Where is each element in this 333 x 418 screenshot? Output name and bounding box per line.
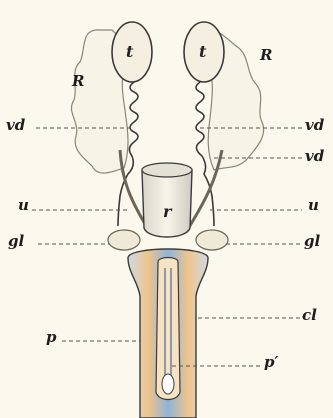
label-vd-left: vd xyxy=(6,118,25,133)
label-p: p xyxy=(46,330,57,345)
label-cl: cl xyxy=(302,308,317,323)
label-t-left: t xyxy=(126,44,133,60)
label-R-left: R xyxy=(72,74,84,89)
label-gl-right: gl xyxy=(304,234,320,249)
penis-tip xyxy=(162,374,174,394)
label-R-right: R xyxy=(260,48,272,63)
gland-right xyxy=(196,230,228,250)
label-gl-left: gl xyxy=(8,234,24,249)
label-u-left: u xyxy=(18,198,29,213)
label-vd-right-lower: vd xyxy=(305,149,324,164)
rectum-opening xyxy=(142,163,192,177)
gland-left xyxy=(108,230,140,250)
label-r: r xyxy=(163,204,171,220)
label-u-right: u xyxy=(308,198,319,213)
label-p-prime: p′ xyxy=(264,355,278,370)
label-vd-right-upper: vd xyxy=(305,118,324,133)
label-t-right: t xyxy=(199,44,206,60)
